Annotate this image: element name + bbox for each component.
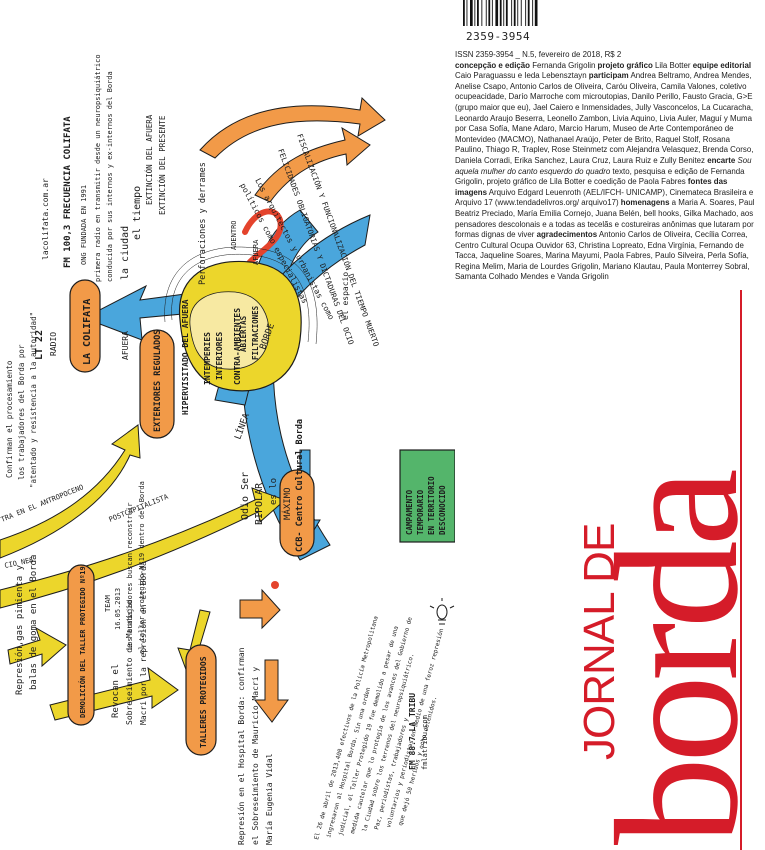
revocan-1: Revocan el xyxy=(111,664,121,718)
credit-segment: homenagens xyxy=(620,198,670,208)
fm887-label: FM 88.7 LA TRIBU xyxy=(408,693,417,770)
credit-segment: Lila Botter xyxy=(652,60,693,70)
contra-ambientes-label: CONTRA-AMBIENTES xyxy=(233,308,242,385)
journal-label: JORNAL DE xyxy=(575,524,624,760)
es-lo-label: es lo xyxy=(269,478,279,505)
journal-title: borda xyxy=(580,470,760,845)
talleres-label: TALLERES PROTEGIDOS xyxy=(199,656,208,748)
perforaciones-label: Perforaciones y derrames xyxy=(198,162,208,285)
credit-segment: Caio Paraguassu e Ieda Lebensztayn xyxy=(455,71,589,81)
campamento-2: TEMPORARIO xyxy=(416,489,425,535)
lt22-label: LT 22 xyxy=(34,330,45,360)
yellow-arrow-antropoceno xyxy=(0,424,141,559)
orange-arrow-felicidades xyxy=(254,126,371,203)
fm1003-label: FM 100,3 FRECUENCIA COLIFATA xyxy=(63,116,73,268)
credit-segment: a Maria A. Soares, Paul Beatriz Preciado… xyxy=(455,198,755,240)
colifata-desc-3: conducida por sus internos y ex-internos… xyxy=(106,71,114,282)
afuera2-label: AFUERA xyxy=(252,239,260,265)
credit-segment: Fernanda Grigolin xyxy=(530,60,598,70)
date1-label: 16.05.2013 xyxy=(114,588,122,630)
adentro-label: ADENTRO xyxy=(230,220,238,250)
hipervisitado-label: HIPERVISITADO DEL AFUERA xyxy=(181,299,190,415)
barcode-number: 2359-3954 xyxy=(466,30,531,43)
red-dot xyxy=(271,581,279,589)
campamento-3: EN TERRITORIO xyxy=(427,476,436,535)
espacio-label: el espacio xyxy=(341,272,350,320)
exteriores-label: EXTERIORES REGULADOS xyxy=(153,330,163,432)
credit-segment: concepção e edição xyxy=(455,60,530,70)
mind-map-labels: LA COLIFATA LT 22 RADIO FM 100,3 FRECUEN… xyxy=(0,54,447,845)
campamento-box xyxy=(399,449,455,543)
colifata-url: lacolifata.com.ar xyxy=(41,178,50,260)
confirman-3: "atentado y resistencia a la autoridad" xyxy=(29,312,38,488)
team-label: TEAM xyxy=(104,595,112,612)
colifata-desc-1: ONG FUNDADA EN 1991 xyxy=(80,185,88,265)
maximo-label: MÁXIMO xyxy=(281,487,293,520)
afuera-label: AFUERA xyxy=(121,331,130,360)
credit-segment: equipe editorial xyxy=(692,60,752,70)
credit-segment: Arquivo Edgard Leuenroth (AEL/IFCH- UNIC… xyxy=(455,187,754,208)
revocan-3: Macri por la represión en el Borda xyxy=(138,561,148,725)
colifata-node xyxy=(69,279,101,373)
credit-segment: Andrea Beltramo, Andrea Mendes, Anelise … xyxy=(455,71,754,165)
campamento-1: CAMPAMENTO xyxy=(405,489,414,535)
extincion-afuera-label: EXTINCIÓN DEL AFUERA xyxy=(145,114,154,205)
fm887-url: fmlatribu.com xyxy=(421,715,429,770)
hospital-2: el Sobreseimiento de Mauricio Macri y xyxy=(251,667,260,845)
credit-segment: participam xyxy=(588,71,629,81)
colifata-label: LA COLIFATA xyxy=(82,299,93,365)
hand-drawn-mind-map: LA COLIFATA LT 22 RADIO FM 100,3 FRECUEN… xyxy=(0,54,455,845)
credits-block: ISSN 2359-3954 _ N.5, fevereiro de 2018,… xyxy=(455,50,755,283)
orange-arrow-small xyxy=(239,588,281,630)
el-tiempo-label: el tiempo xyxy=(132,186,143,240)
confirman-2: los trabajadores del Borda por xyxy=(17,344,26,480)
talleres-node xyxy=(185,644,217,756)
credit-segment: agradecimentos xyxy=(536,230,598,240)
credit-segment: encarte xyxy=(707,155,736,165)
credit-segment: texto, pesquisa e edição de Fernanda Gri… xyxy=(455,166,745,187)
hospital-1: Represión en el Hospital Borda: confirma… xyxy=(236,647,246,845)
credits-body: concepção e edição Fernanda Grigolin pro… xyxy=(455,61,755,283)
issn-line: ISSN 2359-3954 _ N.5, fevereiro de 2018,… xyxy=(455,50,622,59)
orange-arrow-talleres xyxy=(253,659,289,723)
demolicion-node xyxy=(67,564,95,726)
cream-inner-blob xyxy=(189,291,270,370)
radio-label: RADIO xyxy=(49,332,58,356)
ccb-label: CCB- Centro Cultural Borda xyxy=(295,419,305,552)
ccb-node xyxy=(279,469,315,557)
red-vertical-rule xyxy=(740,290,742,850)
trabajadores-1: Los trabajadores buscan reconstruir xyxy=(126,502,134,650)
exteriores-node xyxy=(139,329,175,439)
orange-arrow-fiscalizacion xyxy=(199,96,386,159)
bipolar-label: BIPOLAR xyxy=(254,482,265,525)
represion-2: balas de goma en el Borda xyxy=(29,555,39,690)
credit-segment: Sou aquela mulher do canto esquerdo do q… xyxy=(455,155,752,176)
credit-segment: projeto gráfico xyxy=(597,60,653,70)
masthead: JORNAL DE borda xyxy=(575,470,760,845)
interiores-label: INTERIORES xyxy=(215,332,224,380)
intemperies-label: INTEMPERIES xyxy=(203,332,212,385)
confirman-1: Confirman el procesamiento xyxy=(5,360,14,478)
la-ciudad-label: la ciudad xyxy=(120,226,131,280)
colifata-desc-2: primera radio en transmitir desde un neu… xyxy=(94,54,102,282)
extincion-presente-label: EXTINCIÓN DEL PRESENTE xyxy=(158,115,167,215)
odio-ser-label: Odio Ser xyxy=(240,472,251,520)
campamento-4: DESCONOCIDO xyxy=(438,485,447,535)
hospital-3: María Eugenia Vidal xyxy=(265,753,274,845)
demolicion-label: DEMOLICIÓN DEL TALLER PROTEGIDO Nº19 xyxy=(78,566,87,718)
lamp-doodle xyxy=(429,598,455,625)
filtraciones-label: FILTRACIONES xyxy=(251,305,260,360)
credit-segment: Antonio Carlos de Oliveira, Cecília Corr… xyxy=(455,230,750,282)
barcode xyxy=(463,0,538,26)
revocan-2: Sobreseimiento de Mauricio xyxy=(125,600,134,725)
abiertas-label: ABIERTAS xyxy=(239,315,248,352)
trabajadores-2: el taller protegido Nº19 dentro del Bord… xyxy=(138,481,146,654)
yellow-arrow-left xyxy=(7,626,67,668)
represion-1: Represión,gas pimienta y xyxy=(14,564,25,695)
credit-segment: fontes das imagens xyxy=(455,177,728,197)
